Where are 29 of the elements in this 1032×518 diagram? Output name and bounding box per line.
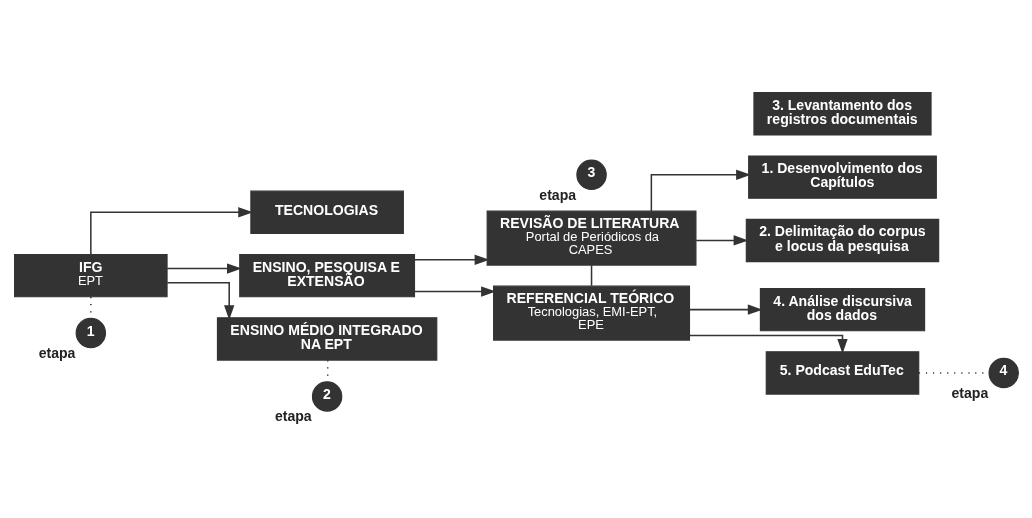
node-circle: 2 — [311, 380, 342, 412]
node-box: 4. Análise discursiva dos dados — [759, 287, 925, 331]
node-box: REVISÃO DE LITERATURA Portal de Periódicos da CAPES — [486, 210, 696, 266]
node-box: IFG EPT — [13, 253, 168, 297]
arrow — [688, 334, 848, 354]
node-box: REFERENCIAL TEÓRICO Tecnologias, EMI-EPT, EPE — [492, 285, 690, 341]
arrow — [413, 285, 496, 297]
node-label: etapa — [274, 407, 312, 424]
node-label: etapa — [38, 344, 75, 361]
node-box: ENSINO MÉDIO INTEGRADO NA EPT — [216, 316, 437, 361]
node-circle: 3 — [575, 159, 607, 190]
node-box: 2. Delimitação do corpus e locus da pesquisa — [745, 218, 939, 262]
node-box: 1. Desenvolvimento dos Capítulos — [747, 154, 937, 199]
node-box: ENSINO, PESQUISA E EXTENSÃO — [238, 253, 415, 297]
arrow — [89, 206, 253, 255]
arrow — [165, 262, 242, 274]
node-label: etapa — [951, 384, 988, 401]
node-box: 5. Podcast EduTec — [765, 350, 919, 395]
node-box: TECNOLOGIAS — [249, 190, 404, 234]
connector — [590, 263, 592, 287]
node-box: 3. Levantamento dos registros documentais — [752, 91, 932, 135]
arrow — [650, 169, 751, 212]
node-circle: 4 — [988, 357, 1019, 388]
arrow — [413, 254, 489, 265]
arrow — [694, 234, 748, 246]
arrow — [688, 303, 763, 315]
arrow — [166, 281, 234, 320]
node-circle: 1 — [75, 317, 106, 348]
node-label: etapa — [538, 186, 576, 203]
